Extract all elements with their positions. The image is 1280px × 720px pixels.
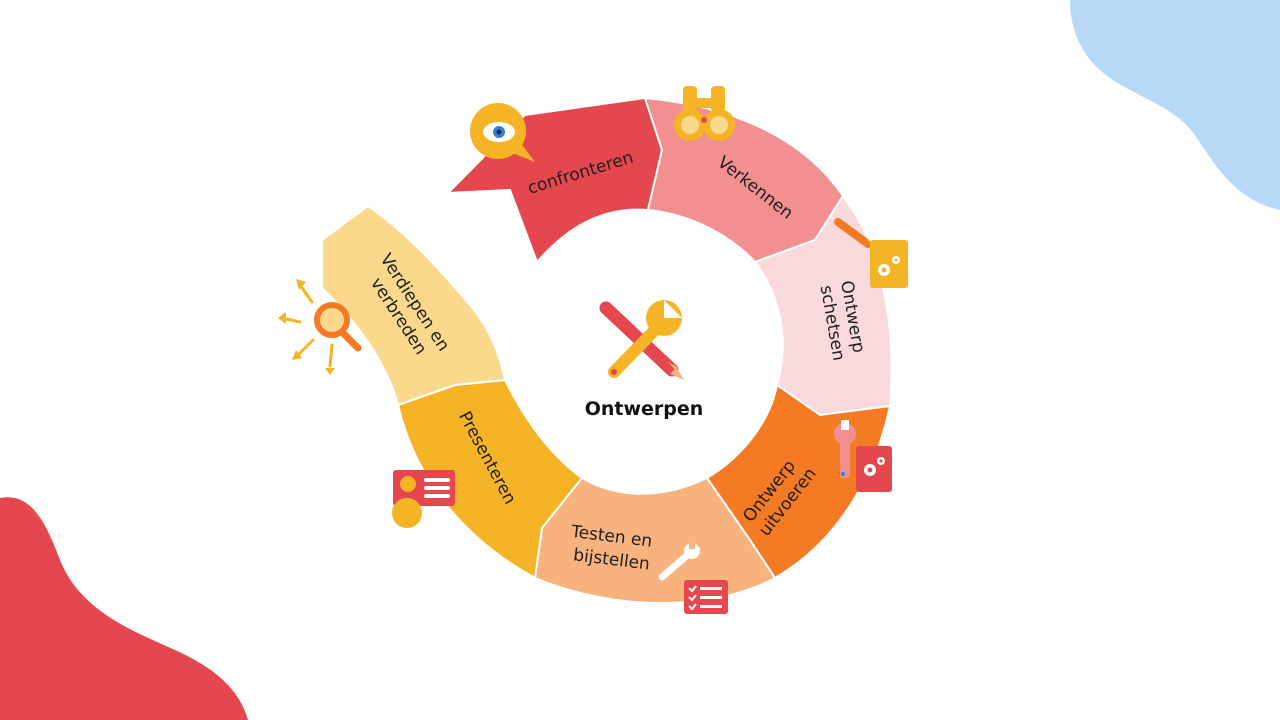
blob-bottom-left xyxy=(0,497,248,720)
segment-verdiepen-en-verbreden[interactable] xyxy=(321,204,507,407)
wrench-gears-icon xyxy=(834,420,892,492)
blob-top-right xyxy=(1070,0,1280,210)
segment-ring xyxy=(321,96,893,605)
binoculars-icon xyxy=(674,86,735,141)
eye-speech-bubble-icon xyxy=(470,103,535,162)
magnifier-arrows-icon xyxy=(278,279,362,375)
pencil-gears-icon xyxy=(834,218,908,288)
center-title: Ontwerpen xyxy=(585,398,704,420)
wrench-checklist-icon xyxy=(658,543,728,614)
label-ontwerp-schetsen: Ontwerp schetsen xyxy=(815,279,869,363)
presenter-card-icon xyxy=(392,470,455,528)
wrench-pencil-icon xyxy=(599,300,684,380)
